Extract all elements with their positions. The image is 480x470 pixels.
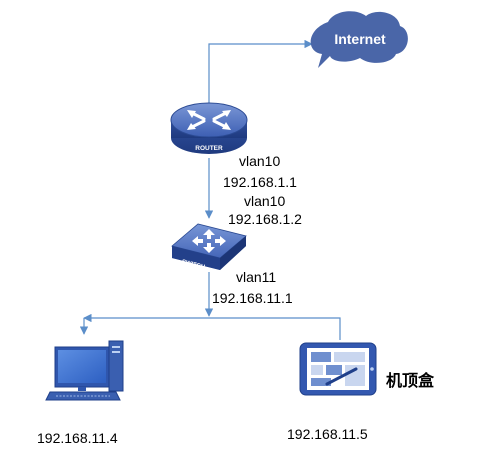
switch-badge: SWITCH — [181, 259, 205, 271]
switch-vlan-label: vlan11 — [236, 269, 277, 285]
router-node: ROUTER — [170, 102, 248, 154]
computer-icon — [45, 340, 124, 401]
link-router-internet — [208, 39, 313, 108]
links — [79, 39, 341, 340]
cloud-icon — [310, 11, 408, 68]
internet-label: Internet — [334, 31, 386, 47]
tablet-icon — [299, 342, 377, 396]
settop-label: 机顶盒 — [386, 373, 435, 390]
router-vlan-label: vlan10 — [239, 153, 281, 169]
router-badge: ROUTER — [195, 145, 223, 152]
switch-arrows-icon — [192, 229, 226, 253]
switch-ip-label: 192.168.11.1 — [212, 290, 293, 306]
pc-ip-label: 192.168.11.4 — [37, 430, 118, 446]
pc-node — [45, 340, 124, 401]
link-settop-bus — [83, 313, 341, 340]
switch-uplink-ip-label: 192.168.1.2 — [228, 211, 302, 227]
router-arrows-icon — [187, 110, 231, 130]
internet-cloud: Internet — [310, 11, 408, 68]
settop-node — [299, 342, 377, 396]
router-ip-label: 192.168.1.1 — [223, 174, 297, 190]
switch-node: SWITCH — [171, 223, 247, 271]
settop-ip-label: 192.168.11.5 — [287, 426, 368, 442]
switch-uplink-vlan-label: vlan10 — [244, 193, 286, 209]
